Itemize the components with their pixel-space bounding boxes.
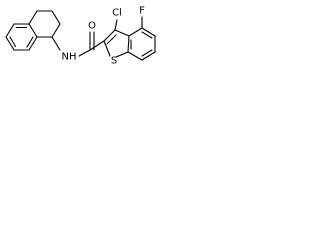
chemical-structure-diagram: Cl F O S NH xyxy=(5,6,156,67)
amide-nitrogen-label: NH xyxy=(62,52,77,63)
thiophene-ring xyxy=(103,29,130,58)
benzo-ring xyxy=(127,27,156,61)
fluorine-atom-label: F xyxy=(139,6,145,17)
c3-cl-bond xyxy=(114,19,118,31)
carbonyl-c2-bond xyxy=(89,40,105,51)
nh-carbonyl-bond xyxy=(78,49,91,57)
saturated-ring-tetralin xyxy=(28,10,61,38)
sulfur-atom-label: S xyxy=(111,56,117,67)
c1-nh-bond xyxy=(51,36,61,51)
chlorine-atom-label: Cl xyxy=(112,8,122,19)
oxygen-atom-label: O xyxy=(88,21,96,32)
aromatic-ring-tetralin xyxy=(5,23,38,51)
